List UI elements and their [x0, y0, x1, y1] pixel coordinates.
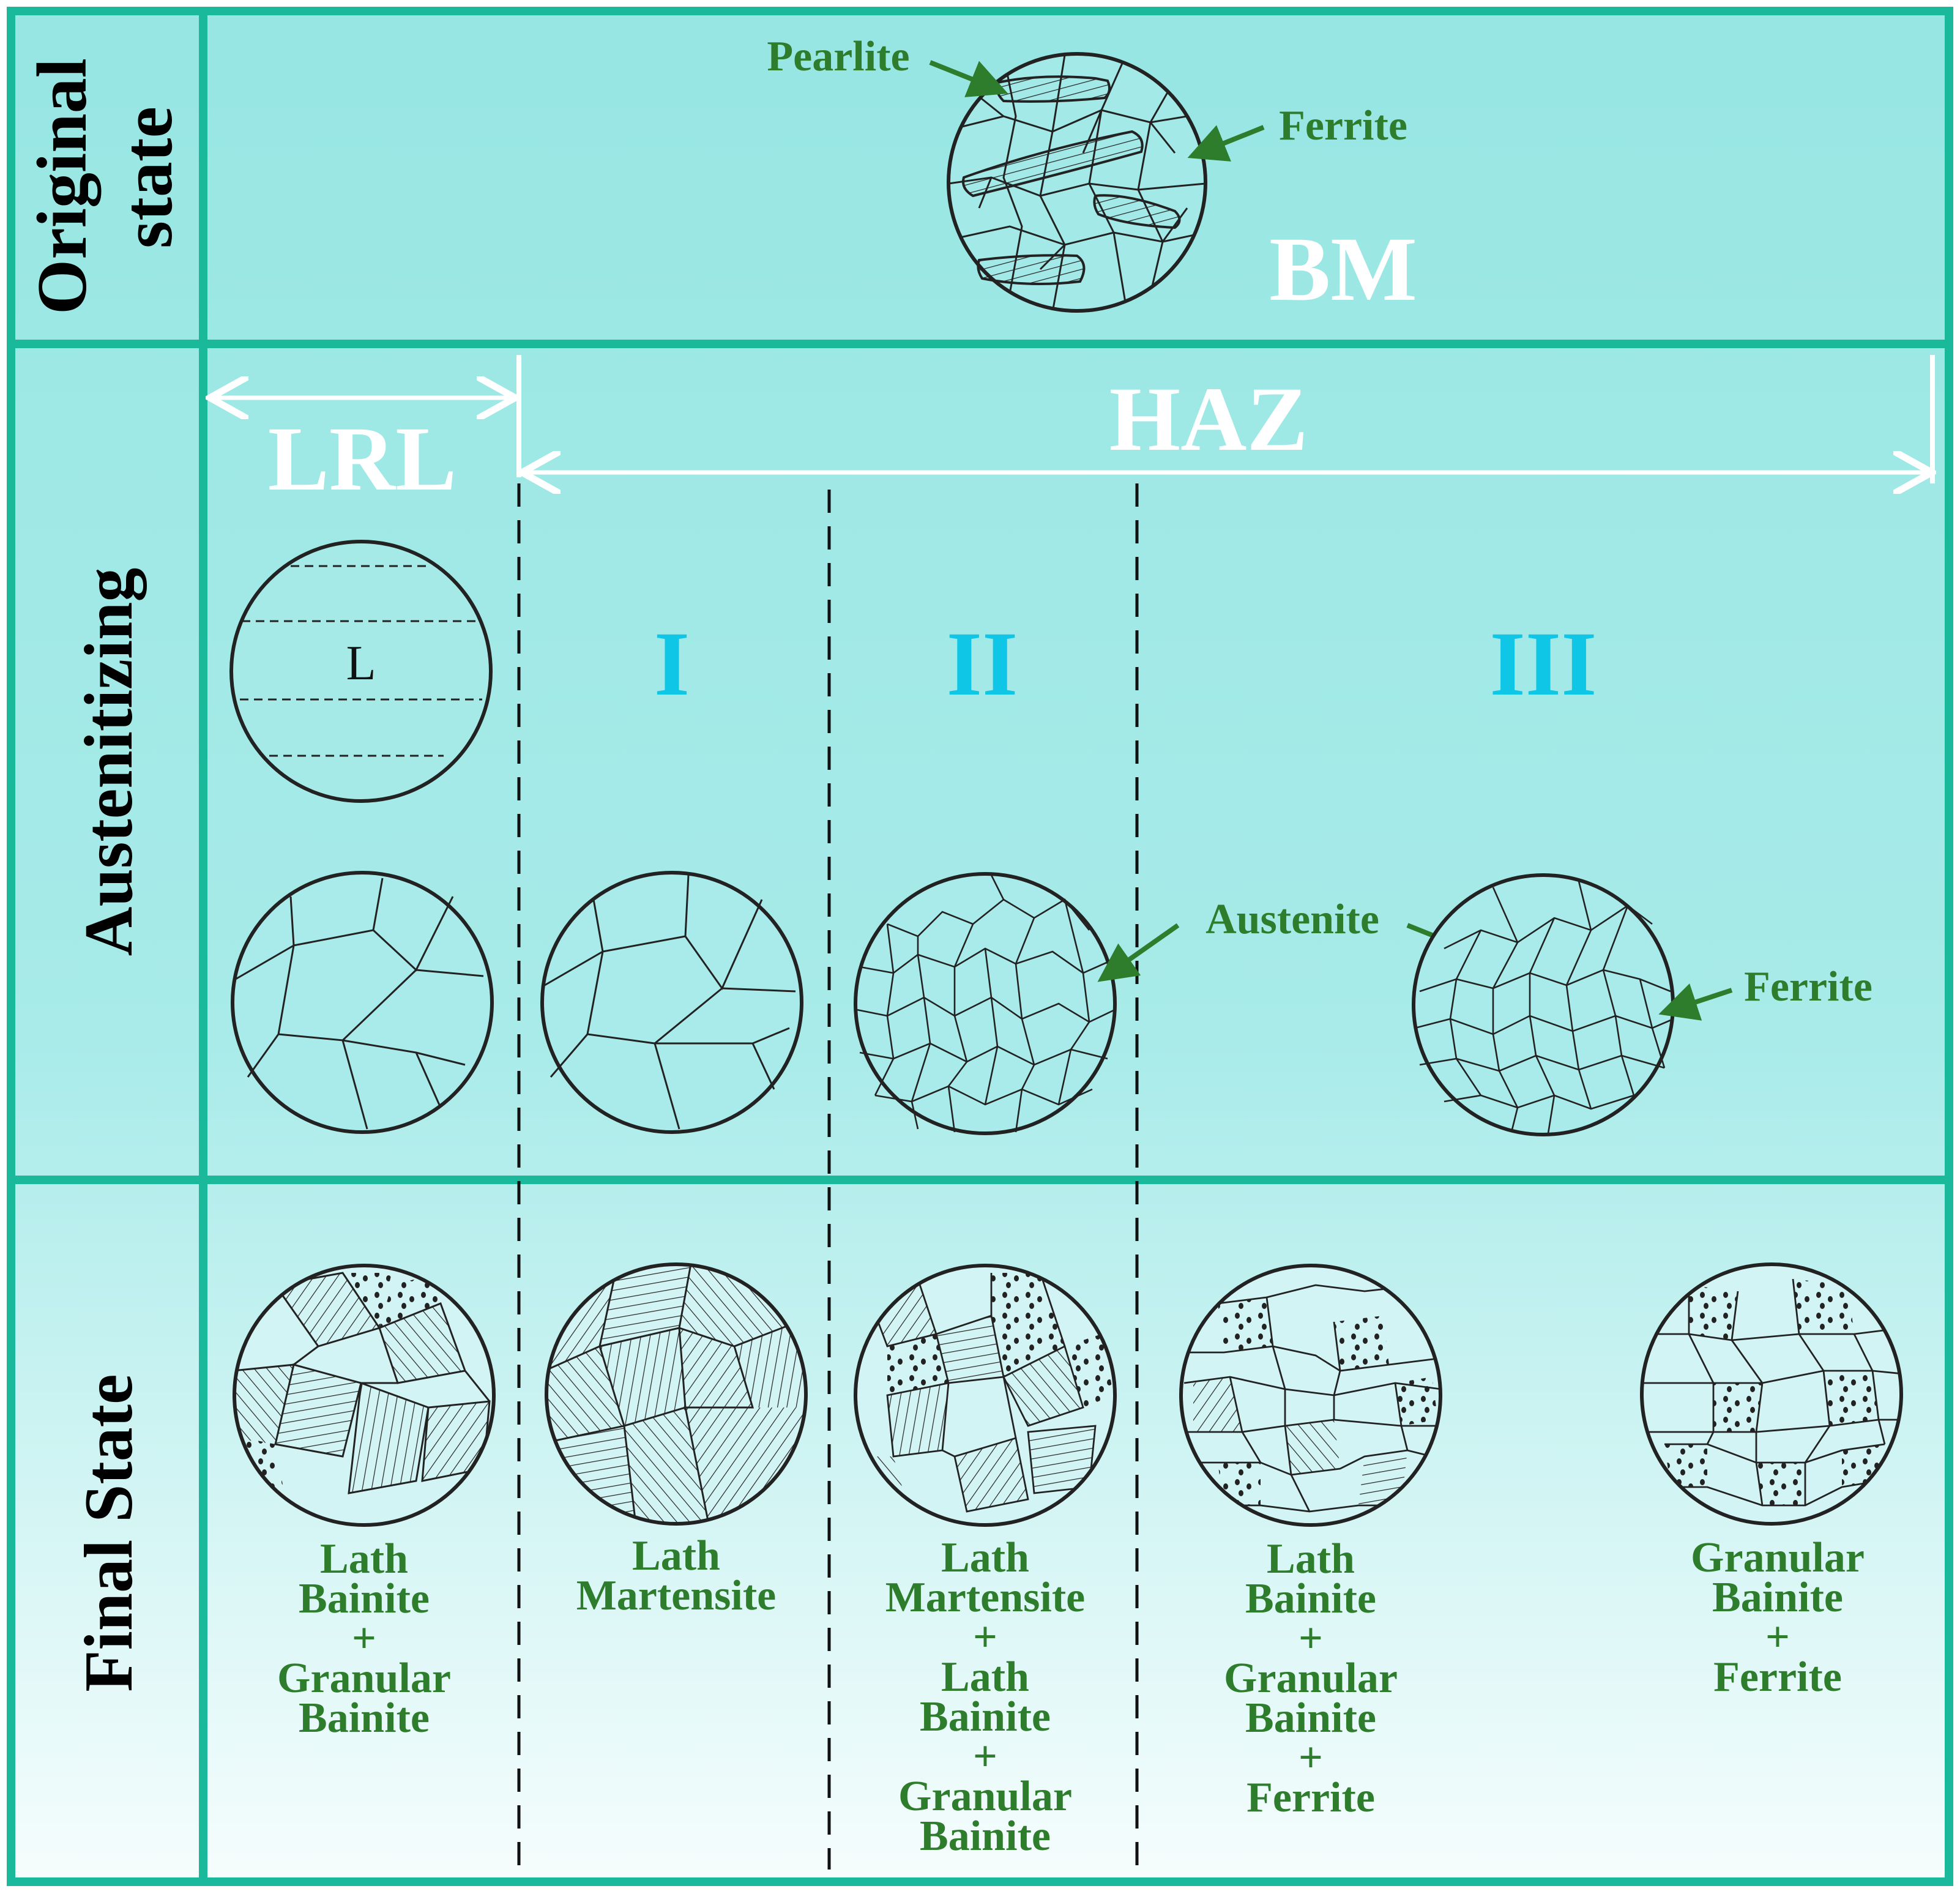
caption-col-5-line-2: Bainite	[1712, 1574, 1843, 1621]
caption-col-2-line-2: Martensite	[576, 1572, 777, 1619]
coarse-austenite-zone1	[540, 871, 803, 1134]
caption-col-3-line-4: Lath	[941, 1654, 1029, 1701]
caption-col-4-line-4: Granular	[1224, 1655, 1398, 1702]
caption-col-3-line-2: Martensite	[885, 1574, 1086, 1621]
caption-col-5-line-3: +	[1765, 1614, 1790, 1661]
label-pearlite: Pearlite	[767, 33, 909, 80]
caption-col-4-line-5: Bainite	[1245, 1695, 1376, 1742]
label-liquid: L	[346, 636, 376, 690]
final-micrograph-1	[233, 1264, 496, 1527]
caption-col-1-line-2: Bainite	[299, 1575, 430, 1622]
row-label-original-line2: state	[109, 106, 187, 248]
label-ferrite-austenitizing: Ferrite	[1744, 963, 1872, 1010]
label-lrl: LRL	[268, 408, 456, 510]
row-label-original-line1: Original	[23, 58, 102, 315]
label-bm: BM	[1269, 218, 1417, 320]
arrow-pearlite	[929, 60, 1008, 97]
caption-col-4-line-3: +	[1299, 1615, 1323, 1662]
caption-col-3: Lath Martensite + Lath Bainite + Granula…	[885, 1534, 1086, 1860]
caption-col-1-line-1: Lath	[320, 1535, 408, 1583]
liquid-micrograph: L	[229, 540, 493, 803]
caption-col-1-line-3: +	[352, 1615, 376, 1662]
grid-frame	[7, 7, 1953, 1886]
caption-col-4-line-1: Lath	[1267, 1535, 1355, 1583]
final-micrograph-2	[545, 1262, 808, 1526]
final-micrograph-3	[854, 1264, 1117, 1527]
caption-col-3-line-7: Granular	[898, 1773, 1072, 1820]
caption-col-3-line-6: +	[973, 1733, 997, 1780]
arrow-ferrite-original	[1187, 125, 1265, 162]
caption-col-1: Lath Bainite + Granular Bainite	[277, 1535, 451, 1742]
caption-col-5-line-1: Granular	[1691, 1534, 1865, 1581]
row-label-final: Final State	[71, 1374, 147, 1692]
austenite-ferrite-zone3	[1412, 873, 1675, 1136]
final-micrograph-4	[1179, 1264, 1442, 1527]
caption-col-2: Lath Martensite	[576, 1532, 777, 1619]
caption-col-3-line-3: +	[973, 1614, 997, 1661]
label-austenite: Austenite	[1205, 896, 1379, 943]
row-label-original: Original state	[23, 40, 187, 315]
final-micrograph-5	[1640, 1262, 1903, 1526]
caption-col-4-line-7: Ferrite	[1246, 1774, 1375, 1821]
caption-col-3-line-5: Bainite	[920, 1693, 1051, 1740]
pearlite-colonies	[962, 75, 1181, 285]
caption-col-1-line-5: Bainite	[299, 1695, 430, 1742]
caption-col-4: Lath Bainite + Granular Bainite + Ferrit…	[1224, 1535, 1398, 1821]
label-ferrite-original: Ferrite	[1279, 102, 1407, 149]
label-haz: HAZ	[1109, 368, 1308, 470]
caption-col-5: Granular Bainite + Ferrite	[1691, 1534, 1865, 1701]
coarse-austenite-lrl	[231, 871, 494, 1134]
arrow-austenite-left	[1097, 923, 1180, 982]
caption-col-1-line-4: Granular	[277, 1655, 451, 1702]
zone-label-1: I	[654, 613, 690, 715]
caption-col-2-line-1: Lath	[632, 1532, 720, 1579]
bm-micrograph	[947, 52, 1207, 313]
row-label-austenitizing: Austenitizing	[71, 568, 147, 956]
fine-austenite-zone2	[854, 872, 1117, 1135]
caption-col-4-line-2: Bainite	[1245, 1575, 1376, 1622]
caption-col-3-line-1: Lath	[941, 1534, 1029, 1581]
caption-col-3-line-8: Bainite	[920, 1813, 1051, 1860]
arrow-ferrite-austenitizing	[1658, 983, 1733, 1021]
caption-col-5-line-4: Ferrite	[1713, 1654, 1842, 1701]
zone-separators	[517, 483, 1139, 1870]
zone-label-2: II	[947, 613, 1018, 715]
zone-label-3: III	[1489, 613, 1597, 715]
caption-col-4-line-6: +	[1299, 1734, 1323, 1781]
